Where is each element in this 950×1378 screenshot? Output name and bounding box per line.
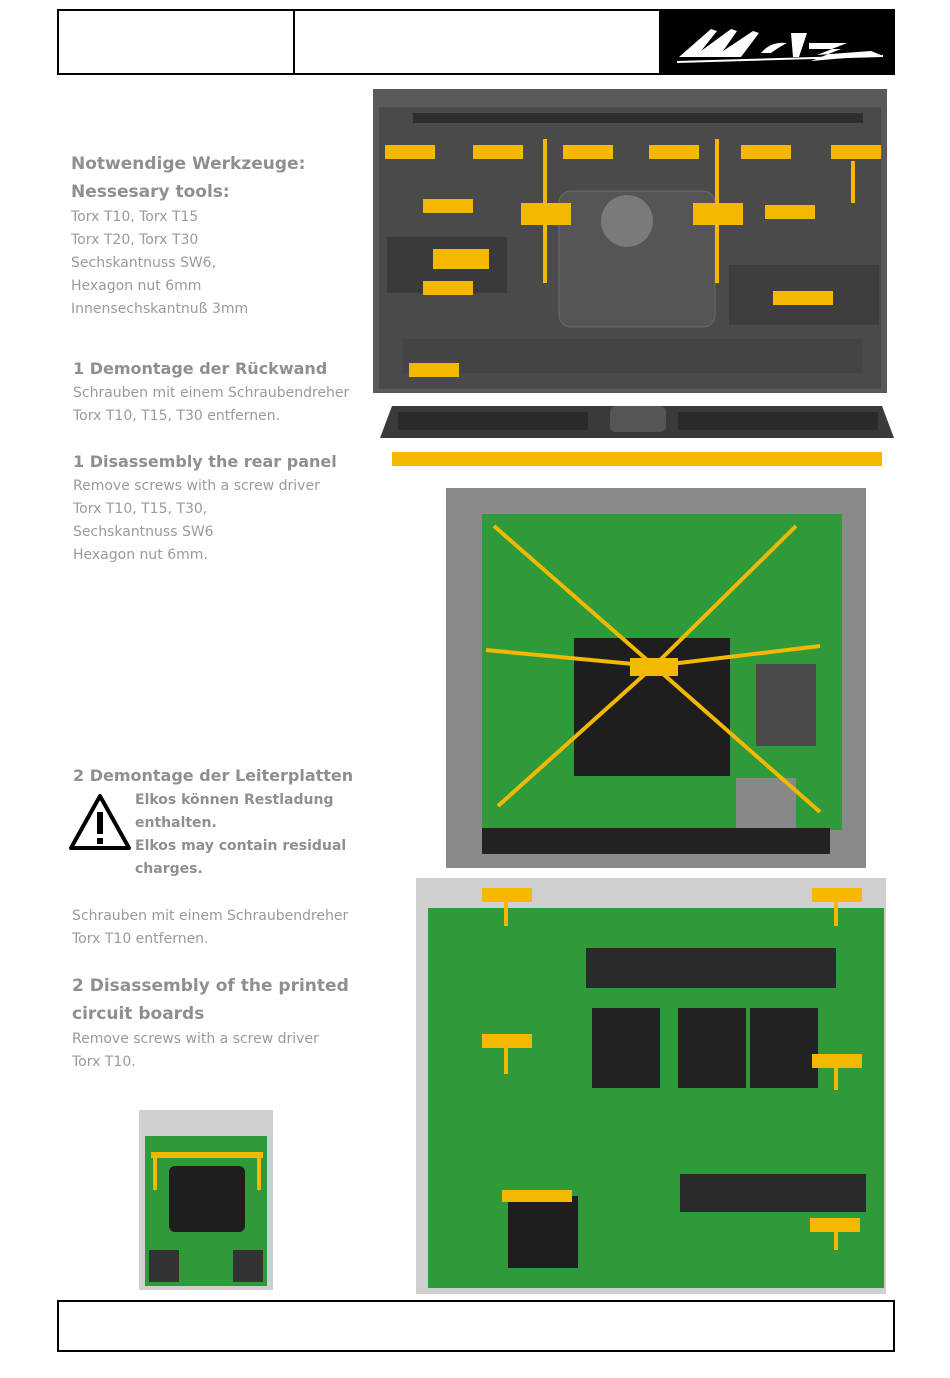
step1-en-line: Remove screws with a screw driver bbox=[73, 478, 320, 494]
tools-section: Notwendige Werkzeuge: Nessesary tools: T… bbox=[71, 150, 305, 321]
step2-en-line: Remove screws with a screw driver bbox=[72, 1031, 319, 1047]
step1-en-line: Hexagon nut 6mm. bbox=[73, 547, 208, 563]
tools-item: Innensechskantnuß 3mm bbox=[71, 301, 249, 317]
metz-logo-icon bbox=[677, 29, 883, 63]
step2-de-heading: 2 Demontage der Leiterplatten bbox=[73, 766, 354, 785]
step2-en-section: 2 Disassembly of the printed circuit boa… bbox=[72, 972, 349, 1074]
tools-item: Torx T10, Torx T15 bbox=[71, 209, 199, 225]
step2-en-heading: 2 Disassembly of the printed bbox=[72, 976, 349, 996]
step1-de-line: Schrauben mit einem Schraubendreher bbox=[73, 385, 350, 401]
bottom-bar-photo bbox=[378, 400, 896, 468]
small-board-photo bbox=[139, 1110, 273, 1290]
tools-item: Hexagon nut 6mm bbox=[71, 278, 202, 294]
step2-en-heading: circuit boards bbox=[72, 1004, 205, 1024]
footer-box bbox=[57, 1300, 895, 1352]
main-board-photo bbox=[446, 488, 866, 868]
rear-panel-photo bbox=[373, 89, 887, 393]
tools-heading-de: Notwendige Werkzeuge: bbox=[71, 154, 306, 174]
warning-line: Elkos may contain residual bbox=[135, 838, 347, 854]
tools-item: Sechskantnuss SW6, bbox=[71, 255, 217, 271]
step2-de-line: Schrauben mit einem Schraubendreher bbox=[72, 908, 349, 924]
warning-line: enthalten. bbox=[135, 815, 217, 831]
step1-de-line: Torx T10, T15, T30 entfernen. bbox=[73, 408, 281, 424]
step1-en-line: Torx T10, T15, T30, bbox=[73, 501, 208, 517]
header-cell-left bbox=[59, 11, 295, 73]
step1-en-section: 1 Disassembly the rear panel Remove scre… bbox=[73, 449, 337, 567]
power-board-photo bbox=[416, 878, 886, 1294]
header-cell-middle bbox=[293, 11, 661, 73]
tools-heading-en: Nessesary tools: bbox=[71, 182, 230, 202]
step1-en-heading: 1 Disassembly the rear panel bbox=[73, 452, 337, 471]
brand-logo bbox=[661, 11, 893, 73]
header-table bbox=[57, 9, 895, 75]
warning-icon bbox=[69, 794, 131, 850]
warning-line: Elkos können Restladung bbox=[135, 792, 334, 808]
tools-item: Torx T20, Torx T30 bbox=[71, 232, 199, 248]
step2-de-text: Schrauben mit einem Schraubendreher Torx… bbox=[72, 905, 348, 951]
warning-text: Elkos können Restladung enthalten. Elkos… bbox=[135, 789, 346, 881]
step1-de-section: 1 Demontage der Rückwand Schrauben mit e… bbox=[73, 356, 349, 428]
step2-de-heading-wrap: 2 Demontage der Leiterplatten bbox=[73, 764, 353, 788]
step2-de-line: Torx T10 entfernen. bbox=[72, 931, 209, 947]
step2-en-line: Torx T10. bbox=[72, 1054, 136, 1070]
step1-en-line: Sechskantnuss SW6 bbox=[73, 524, 214, 540]
step1-de-heading: 1 Demontage der Rückwand bbox=[73, 359, 328, 378]
warning-line: charges. bbox=[135, 861, 203, 877]
